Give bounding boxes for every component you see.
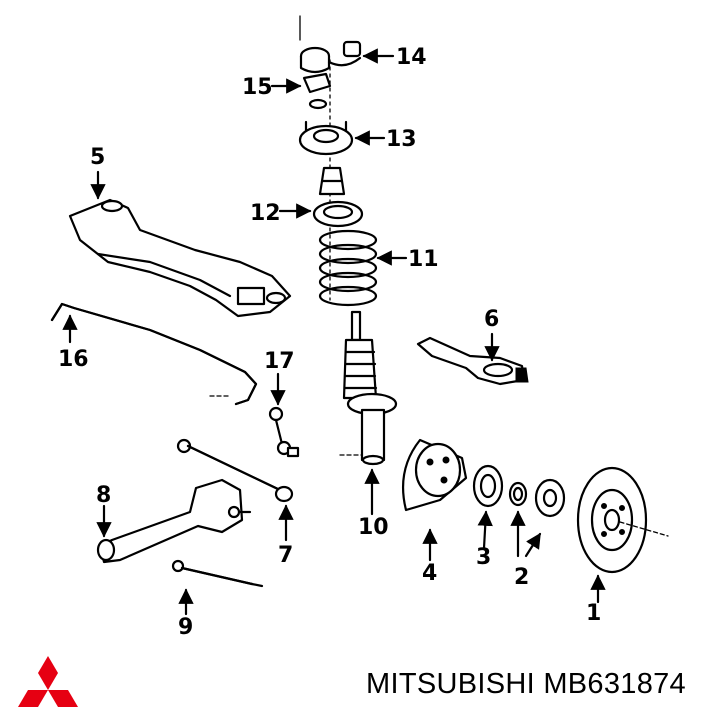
part-9-lower-rod (171, 559, 264, 588)
part-15-bracket (302, 72, 332, 110)
part-14-dust-cap (299, 40, 362, 74)
callout-15: 15 (242, 75, 273, 100)
callout-2: 2 (514, 565, 529, 590)
callout-3: 3 (476, 545, 491, 570)
part-7-lateral-rod (176, 438, 294, 503)
callout-12: 12 (250, 201, 281, 226)
part-13-upper-mount (298, 120, 354, 156)
callout-4: 4 (422, 561, 437, 586)
part-6-upper-arm (416, 336, 529, 386)
callout-5: 5 (90, 145, 105, 170)
brand-part-number: MITSUBISHI MB631874 (366, 668, 686, 700)
part-1-brake-rotor (576, 466, 669, 574)
callout-arrows (62, 48, 606, 616)
part-bump-stopper (318, 166, 346, 196)
part-11-coil-spring (318, 229, 378, 307)
callout-9: 9 (178, 615, 193, 640)
callout-8: 8 (96, 483, 111, 508)
part-17-stabilizer-link (268, 406, 300, 458)
part-5-crossmember (68, 198, 292, 318)
callout-16: 16 (58, 347, 89, 372)
callout-14: 14 (396, 45, 427, 70)
part-3-hub-adapter (472, 464, 504, 508)
part-2-bearing (508, 478, 566, 518)
part-4-backing-plate (402, 438, 468, 512)
callout-11: 11 (408, 247, 439, 272)
part-8-trailing-arm (96, 478, 252, 564)
part-12-spring-seat (312, 200, 364, 228)
callout-1: 1 (586, 601, 601, 626)
mitsubishi-logo-icon (18, 656, 78, 707)
callout-13: 13 (386, 127, 417, 152)
callout-labels: 1 2 3 4 5 6 7 8 9 10 11 12 13 14 15 16 1… (58, 45, 601, 640)
callout-6: 6 (484, 307, 499, 332)
part-16-stabilizer-bar (50, 302, 258, 406)
callout-7: 7 (278, 543, 293, 568)
part-10-shock-absorber (339, 310, 398, 466)
callout-17: 17 (264, 349, 295, 374)
callout-10: 10 (358, 515, 389, 540)
